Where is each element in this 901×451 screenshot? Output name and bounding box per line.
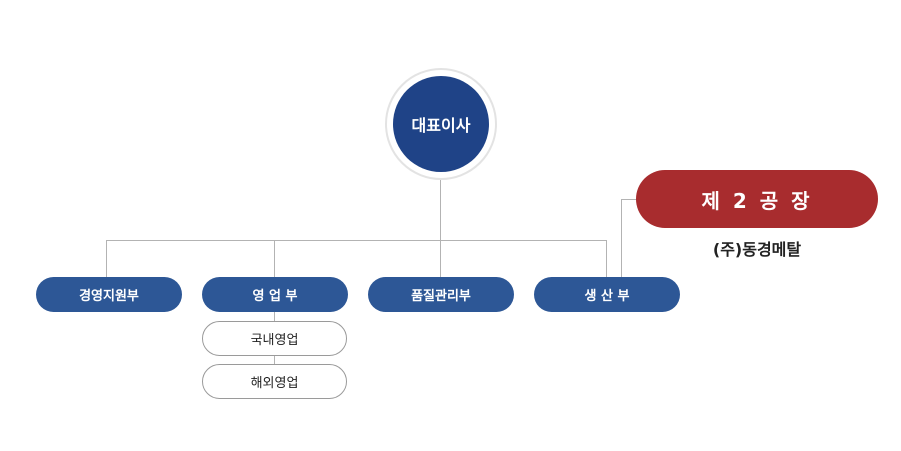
factory-company-name: (주)동경메탈 — [712, 240, 802, 259]
department-label: 생 산 부 — [584, 289, 630, 304]
factory-node[interactable]: 제 2 공 장 — [636, 170, 878, 228]
factory-label: 제 2 공 장 — [701, 188, 813, 213]
ceo-node[interactable]: 대표이사 — [393, 76, 489, 172]
department-label: 품질관리부 — [411, 289, 471, 304]
ceo-label: 대표이사 — [411, 116, 471, 135]
connector-dept-2 — [274, 240, 275, 277]
connector-sales-sub-1 — [274, 312, 275, 322]
connector-dept-3 — [440, 240, 441, 277]
department-label: 영 업 부 — [252, 289, 298, 304]
department-management-support[interactable]: 경영지원부 — [36, 277, 182, 312]
department-production[interactable]: 생 산 부 — [534, 277, 680, 312]
connector-horizontal-bar — [106, 240, 607, 241]
sub-unit-label: 해외영업 — [250, 376, 299, 391]
connector-dept-1 — [106, 240, 107, 277]
connector-sales-sub-2 — [274, 356, 275, 365]
connector-factory-horizontal — [621, 199, 637, 200]
connector-factory-vertical — [621, 199, 622, 277]
connector-dept-4 — [606, 240, 607, 277]
department-sales[interactable]: 영 업 부 — [202, 277, 348, 312]
sub-unit-overseas-sales[interactable]: 해외영업 — [202, 364, 347, 399]
department-quality-control[interactable]: 품질관리부 — [368, 277, 514, 312]
sub-unit-label: 국내영업 — [250, 333, 299, 348]
sub-unit-domestic-sales[interactable]: 국내영업 — [202, 321, 347, 356]
connector-ceo-down — [440, 180, 441, 241]
department-label: 경영지원부 — [79, 289, 139, 304]
